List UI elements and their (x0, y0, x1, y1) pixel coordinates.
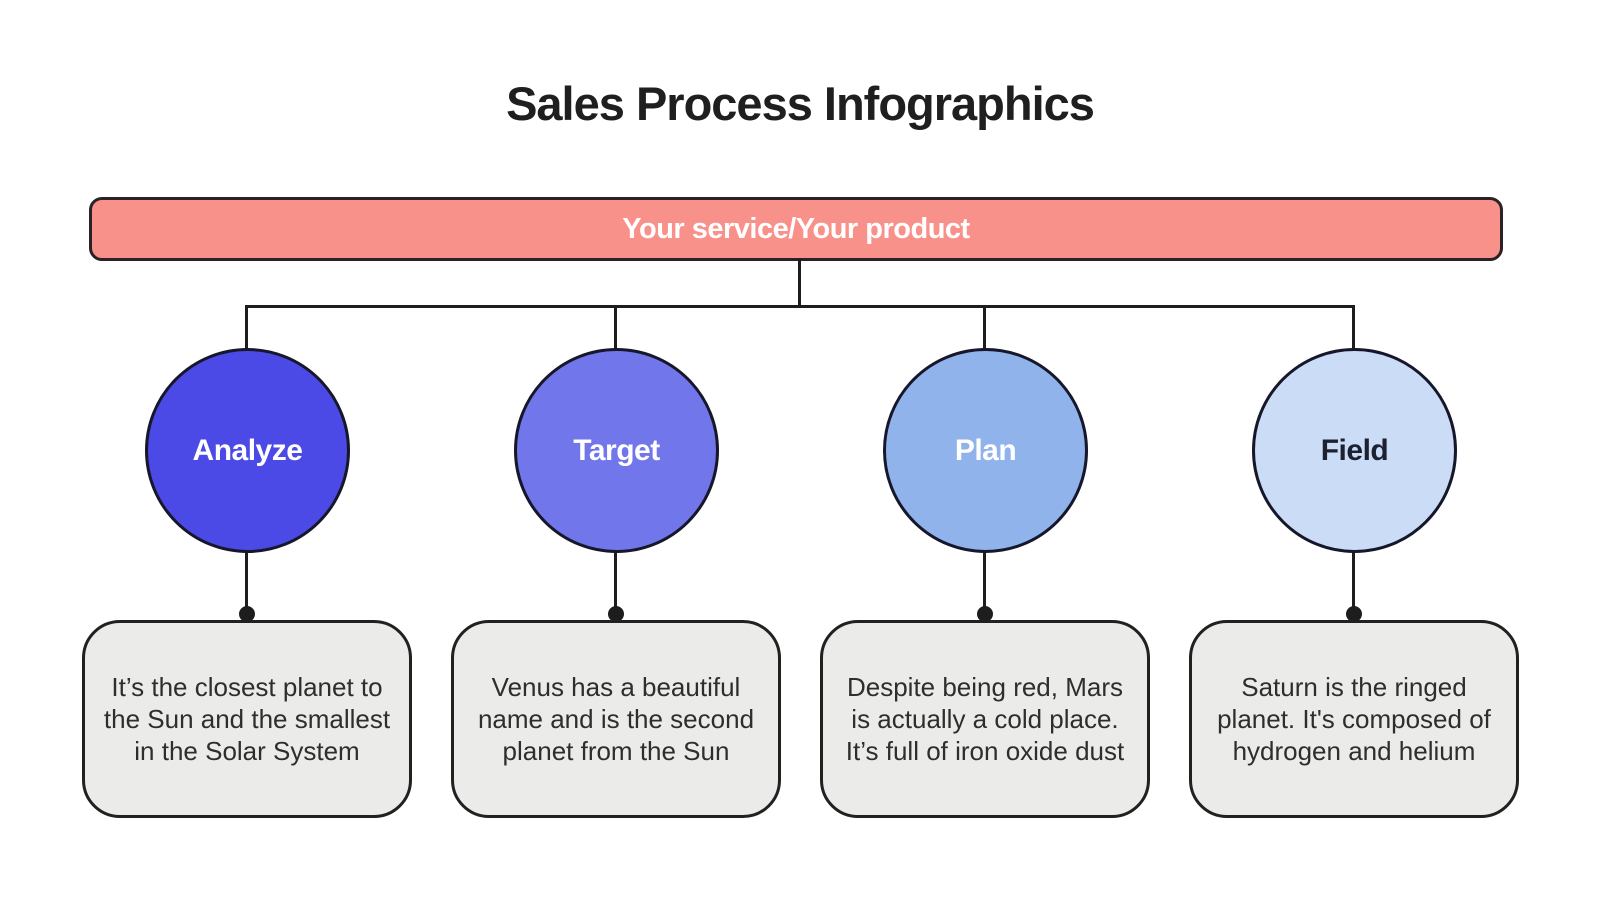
connector-stub-field (1352, 305, 1355, 350)
description-box-plan: Despite being red, Mars is actually a co… (820, 620, 1150, 818)
connector-root-vertical (798, 259, 801, 306)
connector-field-box (1352, 551, 1355, 621)
step-circle-analyze: Analyze (145, 348, 350, 553)
description-box-field: Saturn is the ringed planet. It's compos… (1189, 620, 1519, 818)
step-label-plan: Plan (954, 433, 1017, 467)
connector-analyze-box (245, 551, 248, 621)
description-text-target: Venus has a beautiful name and is the se… (477, 672, 755, 766)
connector-plan-box (983, 551, 986, 621)
step-circle-plan: Plan (883, 348, 1088, 553)
connector-stub-target (614, 305, 617, 350)
connector-dot-target (608, 606, 624, 622)
step-label-target: Target (573, 433, 660, 467)
root-node-label: Your service/Your product (622, 212, 970, 245)
description-text-plan: Despite being red, Mars is actually a co… (845, 672, 1125, 766)
step-circle-field: Field (1252, 348, 1457, 553)
connector-dot-analyze (239, 606, 255, 622)
step-label-field: Field (1320, 433, 1389, 467)
connector-stub-analyze (245, 305, 248, 350)
description-text-field: Saturn is the ringed planet. It's compos… (1217, 672, 1491, 766)
connector-stub-plan (983, 305, 986, 350)
description-box-target: Venus has a beautiful name and is the se… (451, 620, 781, 818)
step-label-analyze: Analyze (192, 433, 303, 467)
root-node-bar: Your service/Your product (89, 197, 1503, 261)
connector-dot-field (1346, 606, 1362, 622)
description-box-analyze: It’s the closest planet to the Sun and t… (82, 620, 412, 818)
page-title: Sales Process Infographics (506, 77, 1095, 130)
connector-target-box (614, 551, 617, 621)
description-text-analyze: It’s the closest planet to the Sun and t… (103, 672, 391, 766)
connector-horizontal (245, 305, 1355, 308)
connector-dot-plan (977, 606, 993, 622)
step-circle-target: Target (514, 348, 719, 553)
